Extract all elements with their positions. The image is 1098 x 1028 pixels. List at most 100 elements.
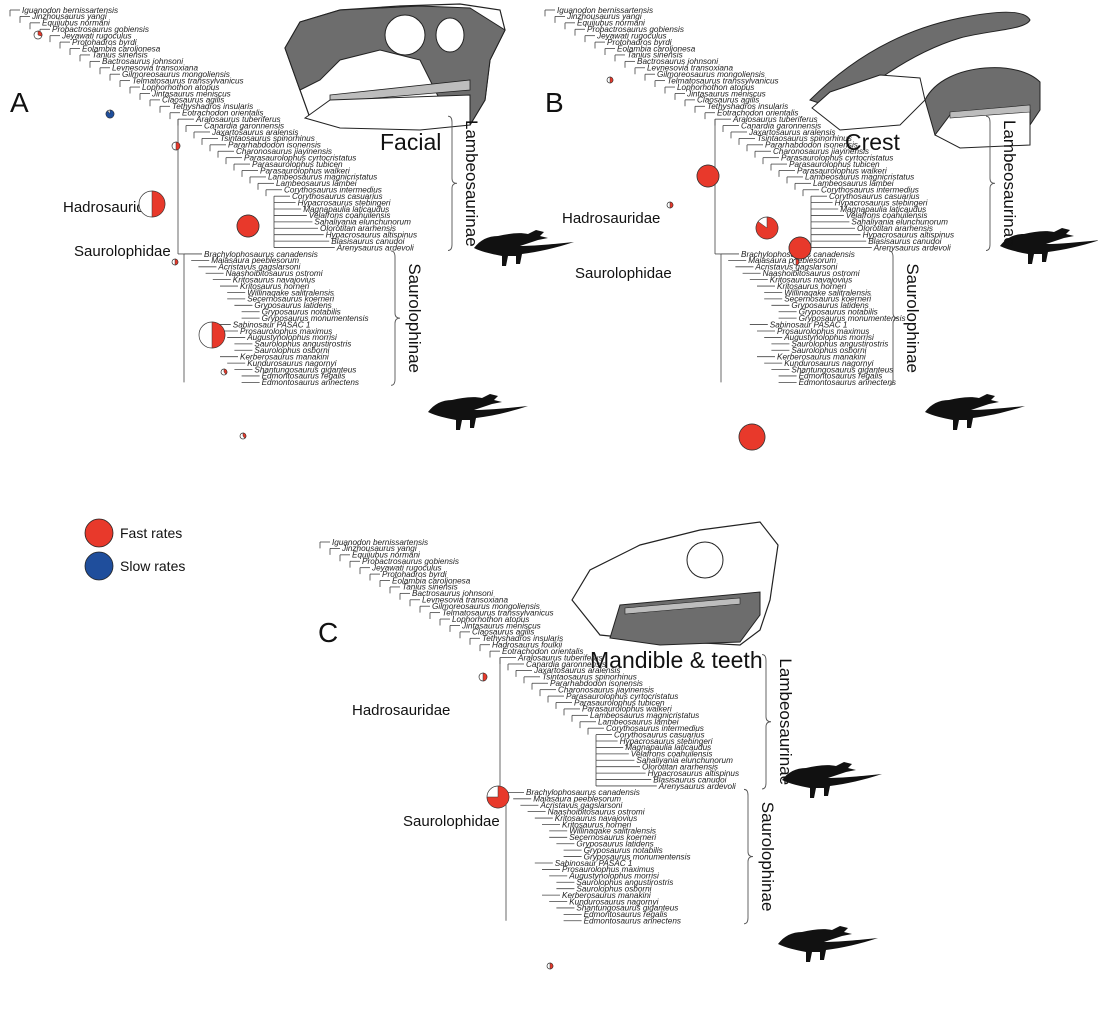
taxon-label: Prosaurolophus maximus (240, 327, 332, 336)
taxon-label: Edmontosaurus regalis (799, 372, 883, 381)
taxon-label: Hypacrosaurus stebingeri (620, 737, 713, 746)
taxon-label: Gilmoreosaurus mongoliensis (657, 70, 765, 79)
panel-a-letter: A (10, 87, 29, 118)
rate-pie-fill (105, 109, 115, 119)
rate-pie-fill (174, 258, 179, 266)
taxon-label: Parasaurolophus walkeri (582, 705, 672, 714)
taxon-label: Naashoibitosaurus ostromi (548, 807, 645, 816)
taxon-label: Willinaqake salitralensis (247, 288, 334, 297)
taxon-label: Lophorhothon atopus (142, 83, 219, 92)
taxon-label: Secernosaurus koerneri (784, 295, 871, 304)
taxon-label: Jinzhousaurus yangi (31, 12, 107, 21)
panel-b: B Crest (545, 11, 1098, 430)
skull-mandible-illustration (571, 521, 779, 646)
rate-pie-fill (795, 258, 800, 266)
taxon-label: Velafrons coahuilensis (309, 211, 391, 220)
taxon-label: Equijubus normani (352, 551, 420, 560)
taxon-label: Velafrons coahuilensis (631, 750, 713, 759)
taxon-label: Telmatosaurus transsylvanicus (667, 76, 779, 85)
saurolophidae-label: Saurolophidae (575, 265, 672, 282)
taxon-label: Iguanodon bernissartensis (22, 6, 118, 15)
taxon-label: Hadrosaurus foulkii (492, 641, 562, 650)
lambeosaurinae-label: Lambeosaurinae (776, 658, 795, 785)
panel-a: A Facial (10, 3, 574, 430)
taxon-label: Gryposaurus notabilis (584, 846, 663, 855)
saurolophinae-label: Saurolophinae (758, 802, 777, 912)
rate-pie-fill (151, 190, 166, 218)
taxon-label: Lambeosaurus magnicristatus (268, 173, 377, 182)
taxon-label: Kundurosaurus nagornyi (784, 359, 873, 368)
rate-pie-fill (223, 368, 228, 375)
taxon-label: Tethyshadros insularis (172, 102, 253, 111)
taxon-label: Hypacrosaurus stebingeri (835, 198, 928, 207)
taxon-label: Magnapaulia laticaudus (625, 743, 711, 752)
saurolophine-silhouette-b (925, 394, 1025, 430)
taxon-label: Tethyshadros insularis (482, 634, 563, 643)
legend-slow-label: Slow rates (120, 558, 185, 574)
taxon-label: Sahaliyania elunchunorum (314, 218, 411, 227)
saurolophinae-brace (390, 250, 401, 386)
taxon-label: Protohadros byrdi (607, 38, 672, 47)
taxon-label: Pararhabdodon isonensis (228, 141, 321, 150)
taxon-label: Saurolophus osborni (576, 884, 651, 893)
taxon-label: Jinzhousaurus yangi (341, 544, 417, 553)
taxon-label: Shantungosaurus giganteus (254, 365, 356, 374)
taxon-label: Aralosaurus tuberiferus (517, 653, 603, 662)
taxon-label: Jaxartosaurus aralensis (211, 128, 298, 137)
taxon-label: Hypacrosaurus stebingeri (298, 198, 391, 207)
taxon-label: Gilmoreosaurus mongoliensis (122, 70, 230, 79)
taxon-label: Tsintaosaurus spinorhinus (542, 673, 637, 682)
rate-pie-fill (609, 76, 614, 84)
rate-pie-fill (486, 785, 510, 809)
taxon-label: Bactrosaurus johnsoni (637, 57, 718, 66)
taxon-label: Jintasaurus meniscus (686, 89, 766, 98)
saurolophidae-label: Saurolophidae (403, 813, 500, 830)
taxon-label: Kritosaurus horneri (240, 282, 309, 291)
taxon-label: Tanius sinensis (92, 51, 148, 60)
taxon-label: Tanius sinensis (627, 51, 683, 60)
taxon-label: Naashoibitosaurus ostromi (763, 269, 860, 278)
taxon-label: Prosaurolophus maximus (777, 327, 869, 336)
taxon-label: Probactrosaurus gobiensis (362, 557, 459, 566)
taxon-label: Kritosaurus navajovius (555, 814, 637, 823)
lambeosaurinae-brace (447, 115, 458, 251)
taxon-label: Gryposaurus latidens (791, 301, 868, 310)
taxon-label: Aralosaurus tuberiferus (732, 115, 818, 124)
legend: Fast rates Slow rates (84, 518, 185, 581)
saurolophinae-brace (743, 788, 754, 925)
taxon-label: Gryposaurus latidens (254, 301, 331, 310)
taxon-label: Parasaurolophus walkeri (260, 166, 350, 175)
taxon-label: Kritosaurus horneri (562, 820, 631, 829)
taxon-label: Eotrachodon orientalis (502, 647, 583, 656)
taxon-label: Edmontosaurus annectens (799, 378, 896, 387)
taxon-label: Edmontosaurus annectens (584, 917, 681, 926)
taxon-label: Protohadros byrdi (382, 570, 447, 579)
taxon-label: Corythosaurus intermedius (284, 186, 382, 195)
saurolophinae-label: Saurolophinae (405, 263, 424, 373)
saurolophinae-brace (888, 250, 899, 386)
taxon-label: Shantungosaurus giganteus (791, 365, 893, 374)
taxon-label: Jintasaurus meniscus (151, 89, 231, 98)
taxon-label: Sabinosaur PASAC 1 (233, 320, 311, 329)
skull-facial-illustration (284, 3, 506, 131)
taxon-label: Secernosaurus koerneri (569, 833, 656, 842)
taxon-label: Lambeosaurus lambei (598, 718, 679, 727)
taxon-label: Equijubus normani (42, 19, 110, 28)
taxon-label: Jeyawati rugoculus (61, 31, 132, 40)
taxon-label: Corythosaurus casuarius (614, 730, 705, 739)
taxon-label: Gryposaurus latidens (576, 840, 653, 849)
taxon-label: Charonosaurus jiayinensis (558, 685, 654, 694)
taxon-label: Olorotitan ararhensis (857, 224, 933, 233)
rate-pie-fill (788, 236, 812, 260)
taxon-label: Saurolophus angustirostris (254, 340, 351, 349)
lambeosaurinae-brace (985, 115, 996, 251)
taxon-label: Corythosaurus intermedius (821, 186, 919, 195)
taxon-label: Blasisaurus canudoi (868, 237, 941, 246)
lambeosaur-silhouette-c (782, 762, 882, 798)
rate-pie-fill (175, 141, 181, 151)
taxon-label: Charonosaurus jiayinensis (236, 147, 332, 156)
taxon-label: Brachylophosaurus canadensis (526, 788, 640, 797)
taxon-label: Levnesovia transoxiana (647, 64, 733, 73)
